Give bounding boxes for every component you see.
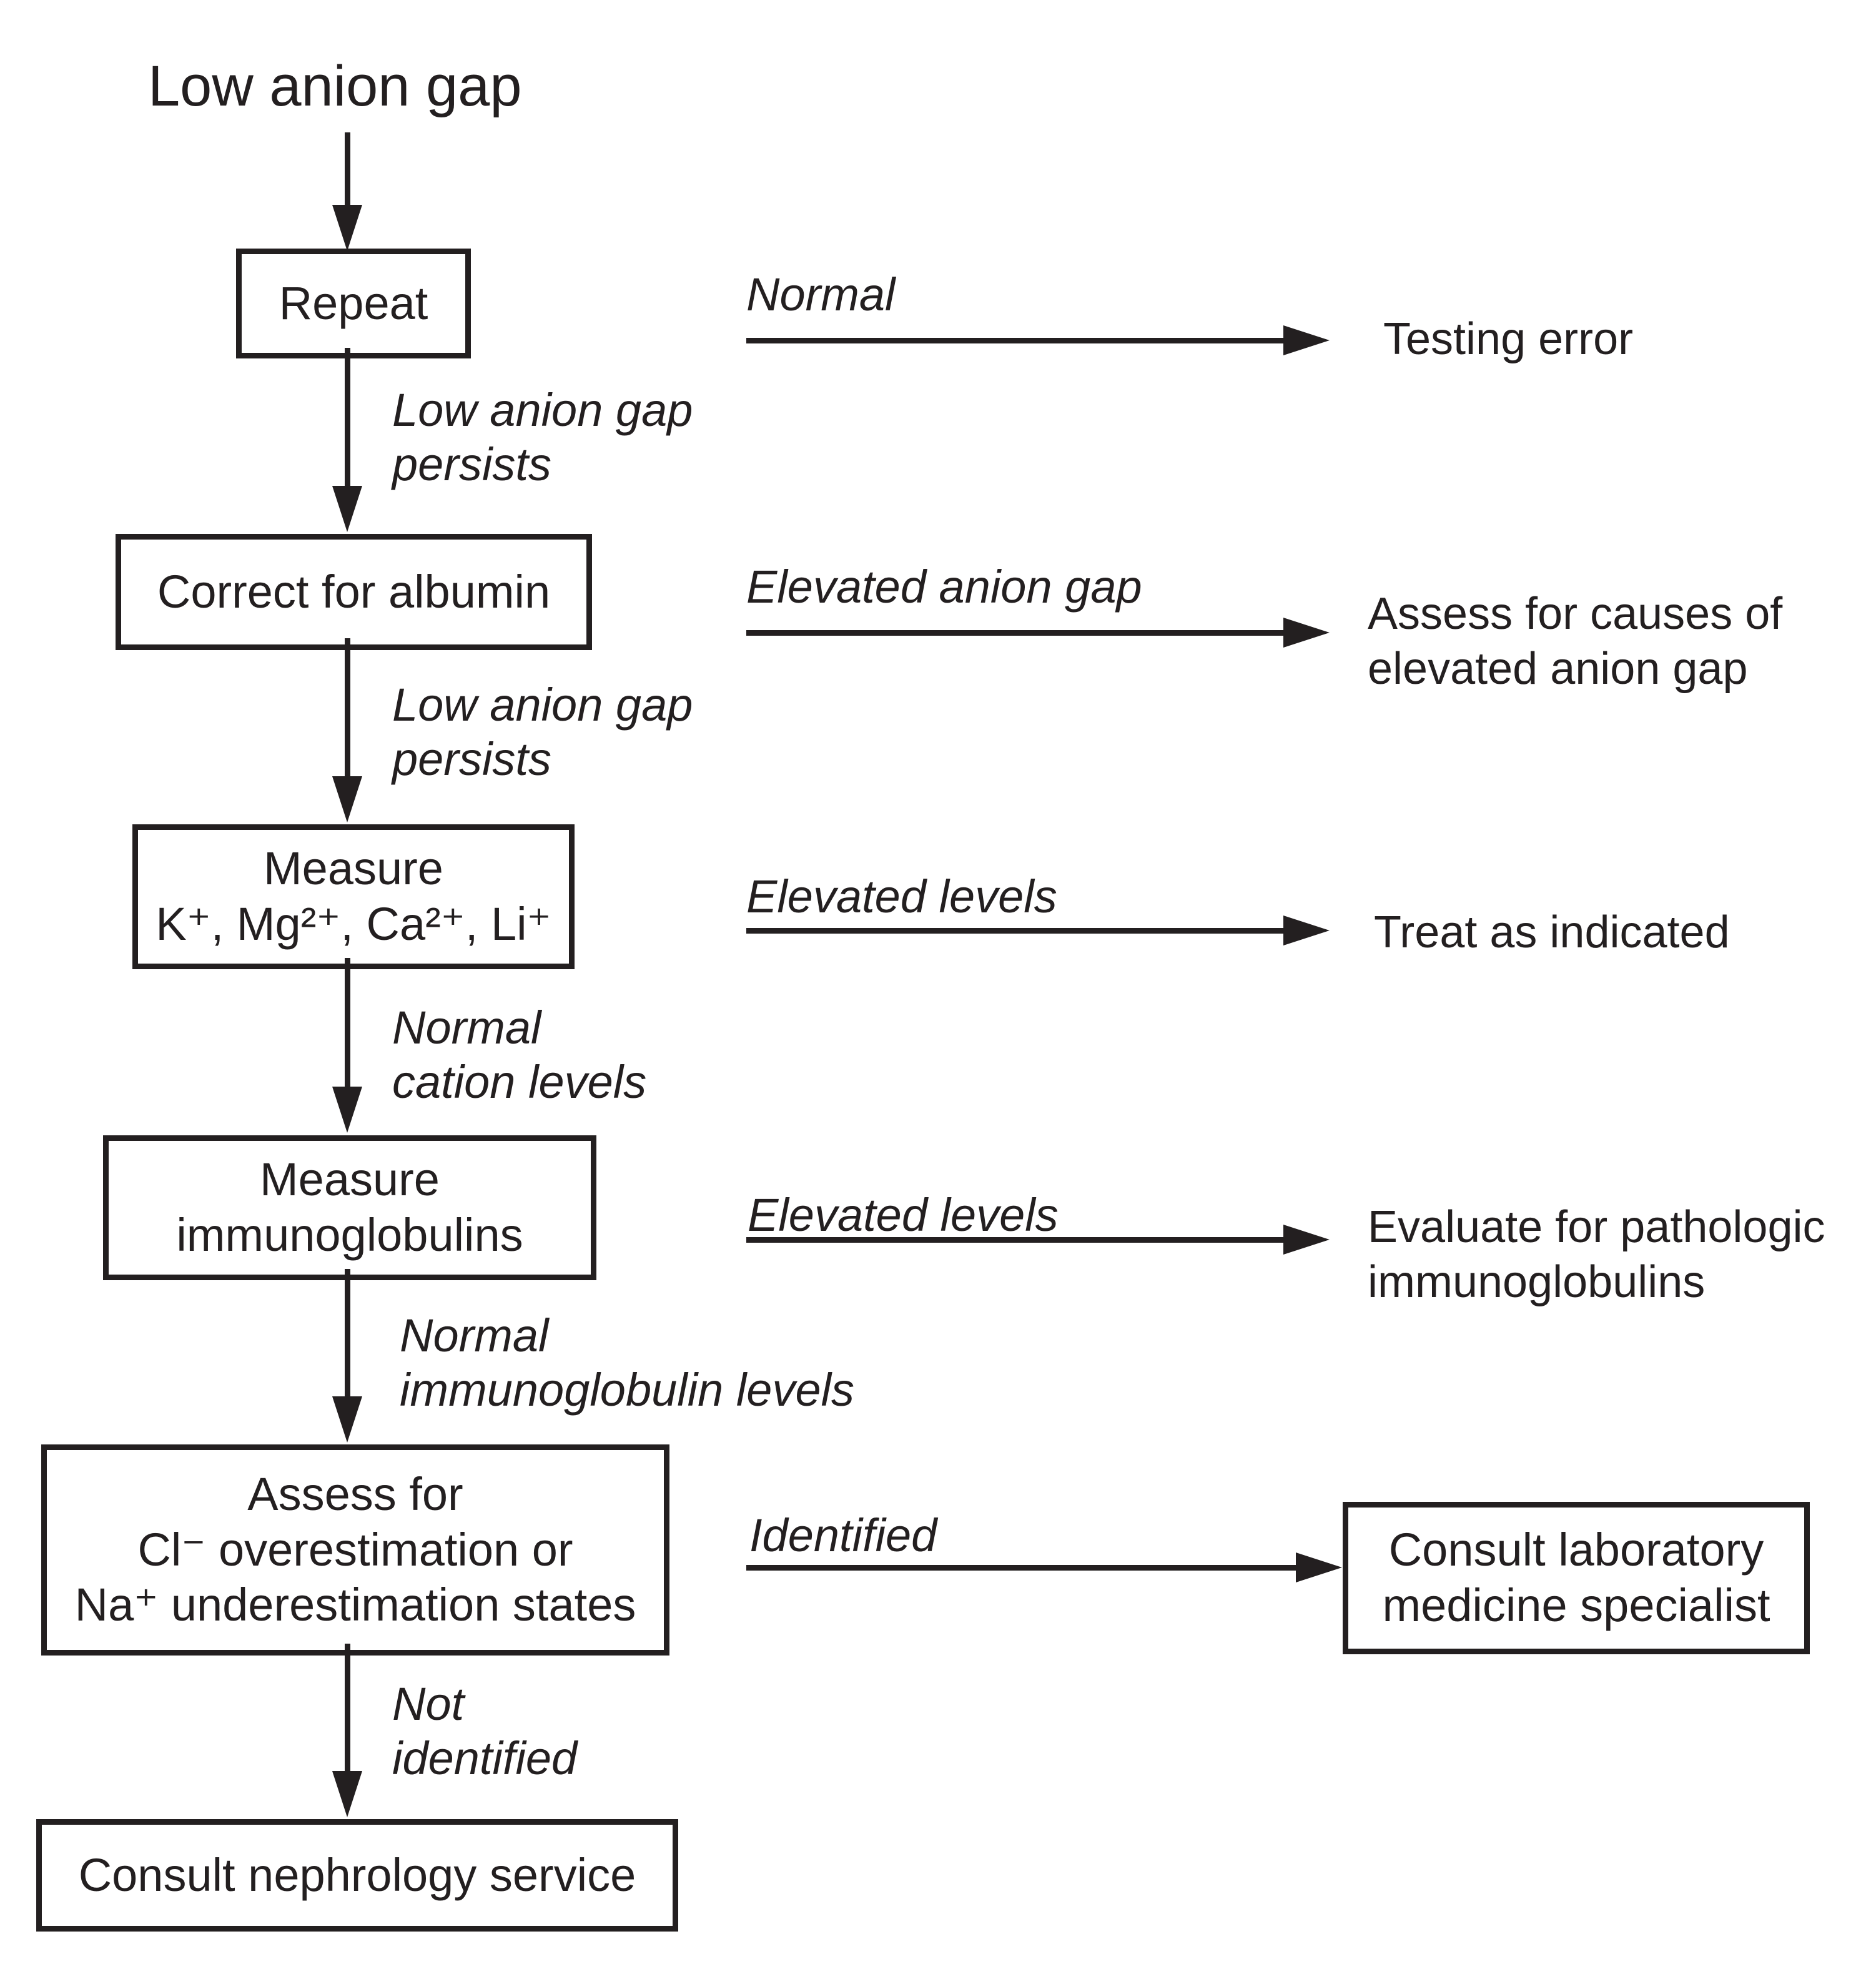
edge-label-elevated-levels-2: Elevated levels: [748, 1188, 1059, 1242]
edge-label-line: persists: [392, 438, 551, 491]
arrowhead-right-icon: [1283, 915, 1330, 945]
node-label: Measure: [264, 842, 443, 895]
edge-label-identified: Identified: [749, 1508, 937, 1562]
outcome-evaluate-pathologic: Evaluate for pathologic immunoglobulins: [1368, 1200, 1825, 1310]
edge-label-line: persists: [392, 733, 551, 786]
node-repeat: Repeat: [236, 249, 471, 358]
arrow-shaft: [345, 132, 350, 207]
edge-label-line: Normal: [746, 269, 896, 320]
edge-label-line: Low anion gap: [392, 679, 693, 731]
outcome-line: Assess for causes of: [1368, 589, 1783, 639]
arrowhead-right-icon: [1296, 1552, 1342, 1582]
edge-label-line: Not: [392, 1678, 465, 1730]
node-label: Cl⁻ overestimation or: [137, 1523, 573, 1576]
edge-label-line: cation levels: [392, 1056, 647, 1108]
outcome-line: elevated anion gap: [1368, 643, 1748, 694]
arrowhead-down-icon: [332, 486, 362, 532]
page-title: Low anion gap: [148, 54, 522, 118]
arrowhead-down-icon: [332, 1396, 362, 1443]
edge-label-elevated-anion-gap: Elevated anion gap: [746, 560, 1142, 614]
node-label: Assess for: [247, 1468, 463, 1520]
outcome-line: Testing error: [1383, 314, 1634, 364]
node-label: K⁺, Mg²⁺, Ca²⁺, Li⁺: [156, 898, 551, 950]
outcome-treat-as-indicated: Treat as indicated: [1374, 906, 1730, 960]
arrowhead-down-icon: [332, 1771, 362, 1817]
arrow-shaft: [746, 630, 1283, 636]
node-measure-cations: Measure K⁺, Mg²⁺, Ca²⁺, Li⁺: [132, 824, 575, 969]
node-assess-states: Assess for Cl⁻ overestimation or Na⁺ und…: [41, 1444, 669, 1656]
edge-label-elevated-levels-1: Elevated levels: [746, 869, 1057, 924]
edge-label-normal-immunoglobulin-levels: Normal immunoglobulin levels: [400, 1308, 854, 1418]
edge-label-line: Low anion gap: [392, 384, 693, 436]
outcome-line: Treat as indicated: [1374, 907, 1730, 957]
edge-label-normal-cation-levels: Normal cation levels: [392, 1000, 646, 1110]
arrowhead-down-icon: [332, 205, 362, 251]
edge-label-line: immunoglobulin levels: [400, 1364, 855, 1416]
edge-label-line: Elevated levels: [746, 871, 1057, 922]
node-correct-for-albumin: Correct for albumin: [116, 534, 592, 650]
edge-label-line: identified: [392, 1732, 578, 1785]
arrowhead-right-icon: [1283, 618, 1330, 648]
edge-label-low-anion-gap-persists-2: Low anion gap persists: [392, 678, 693, 787]
outcome-testing-error: Testing error: [1383, 312, 1633, 367]
arrow-shaft: [746, 338, 1283, 343]
arrow-shaft: [345, 638, 350, 779]
outcome-line: immunoglobulins: [1368, 1256, 1706, 1307]
arrow-shaft: [746, 1565, 1296, 1571]
edge-label-line: Identified: [749, 1509, 937, 1561]
outcome-line: Evaluate for pathologic: [1368, 1202, 1825, 1252]
edge-label-line: Normal: [400, 1310, 549, 1361]
node-label: Na⁺ underestimation states: [74, 1579, 636, 1631]
arrowhead-down-icon: [332, 1087, 362, 1133]
arrowhead-right-icon: [1283, 325, 1330, 355]
node-label: Measure: [260, 1153, 440, 1206]
node-label: immunoglobulins: [176, 1209, 523, 1261]
edge-label-low-anion-gap-persists-1: Low anion gap persists: [392, 383, 693, 492]
edge-label-line: Normal: [392, 1002, 541, 1054]
node-label: Consult laboratory: [1388, 1524, 1764, 1576]
arrow-shaft: [746, 1237, 1283, 1243]
node-label: medicine specialist: [1382, 1579, 1770, 1631]
arrow-shaft: [345, 958, 350, 1089]
arrow-shaft: [345, 348, 350, 488]
node-label: Consult nephrology service: [78, 1848, 636, 1901]
arrow-shaft: [746, 928, 1283, 934]
outcome-assess-elevated-gap: Assess for causes of elevated anion gap: [1368, 587, 1782, 697]
arrow-shaft: [345, 1644, 350, 1774]
arrowhead-down-icon: [332, 776, 362, 822]
node-label: Repeat: [279, 277, 428, 329]
edge-label-line: Elevated levels: [748, 1189, 1059, 1241]
node-label: Correct for albumin: [157, 565, 551, 618]
arrowhead-right-icon: [1283, 1225, 1330, 1255]
arrow-shaft: [345, 1269, 350, 1399]
node-consult-nephrology: Consult nephrology service: [36, 1819, 678, 1932]
node-consult-laboratory: Consult laboratory medicine specialist: [1343, 1502, 1810, 1654]
edge-label-line: Elevated anion gap: [746, 561, 1142, 613]
edge-label-not-identified: Not identified: [392, 1677, 577, 1786]
node-measure-immunoglobulins: Measure immunoglobulins: [103, 1135, 596, 1280]
edge-label-normal: Normal: [746, 267, 895, 322]
